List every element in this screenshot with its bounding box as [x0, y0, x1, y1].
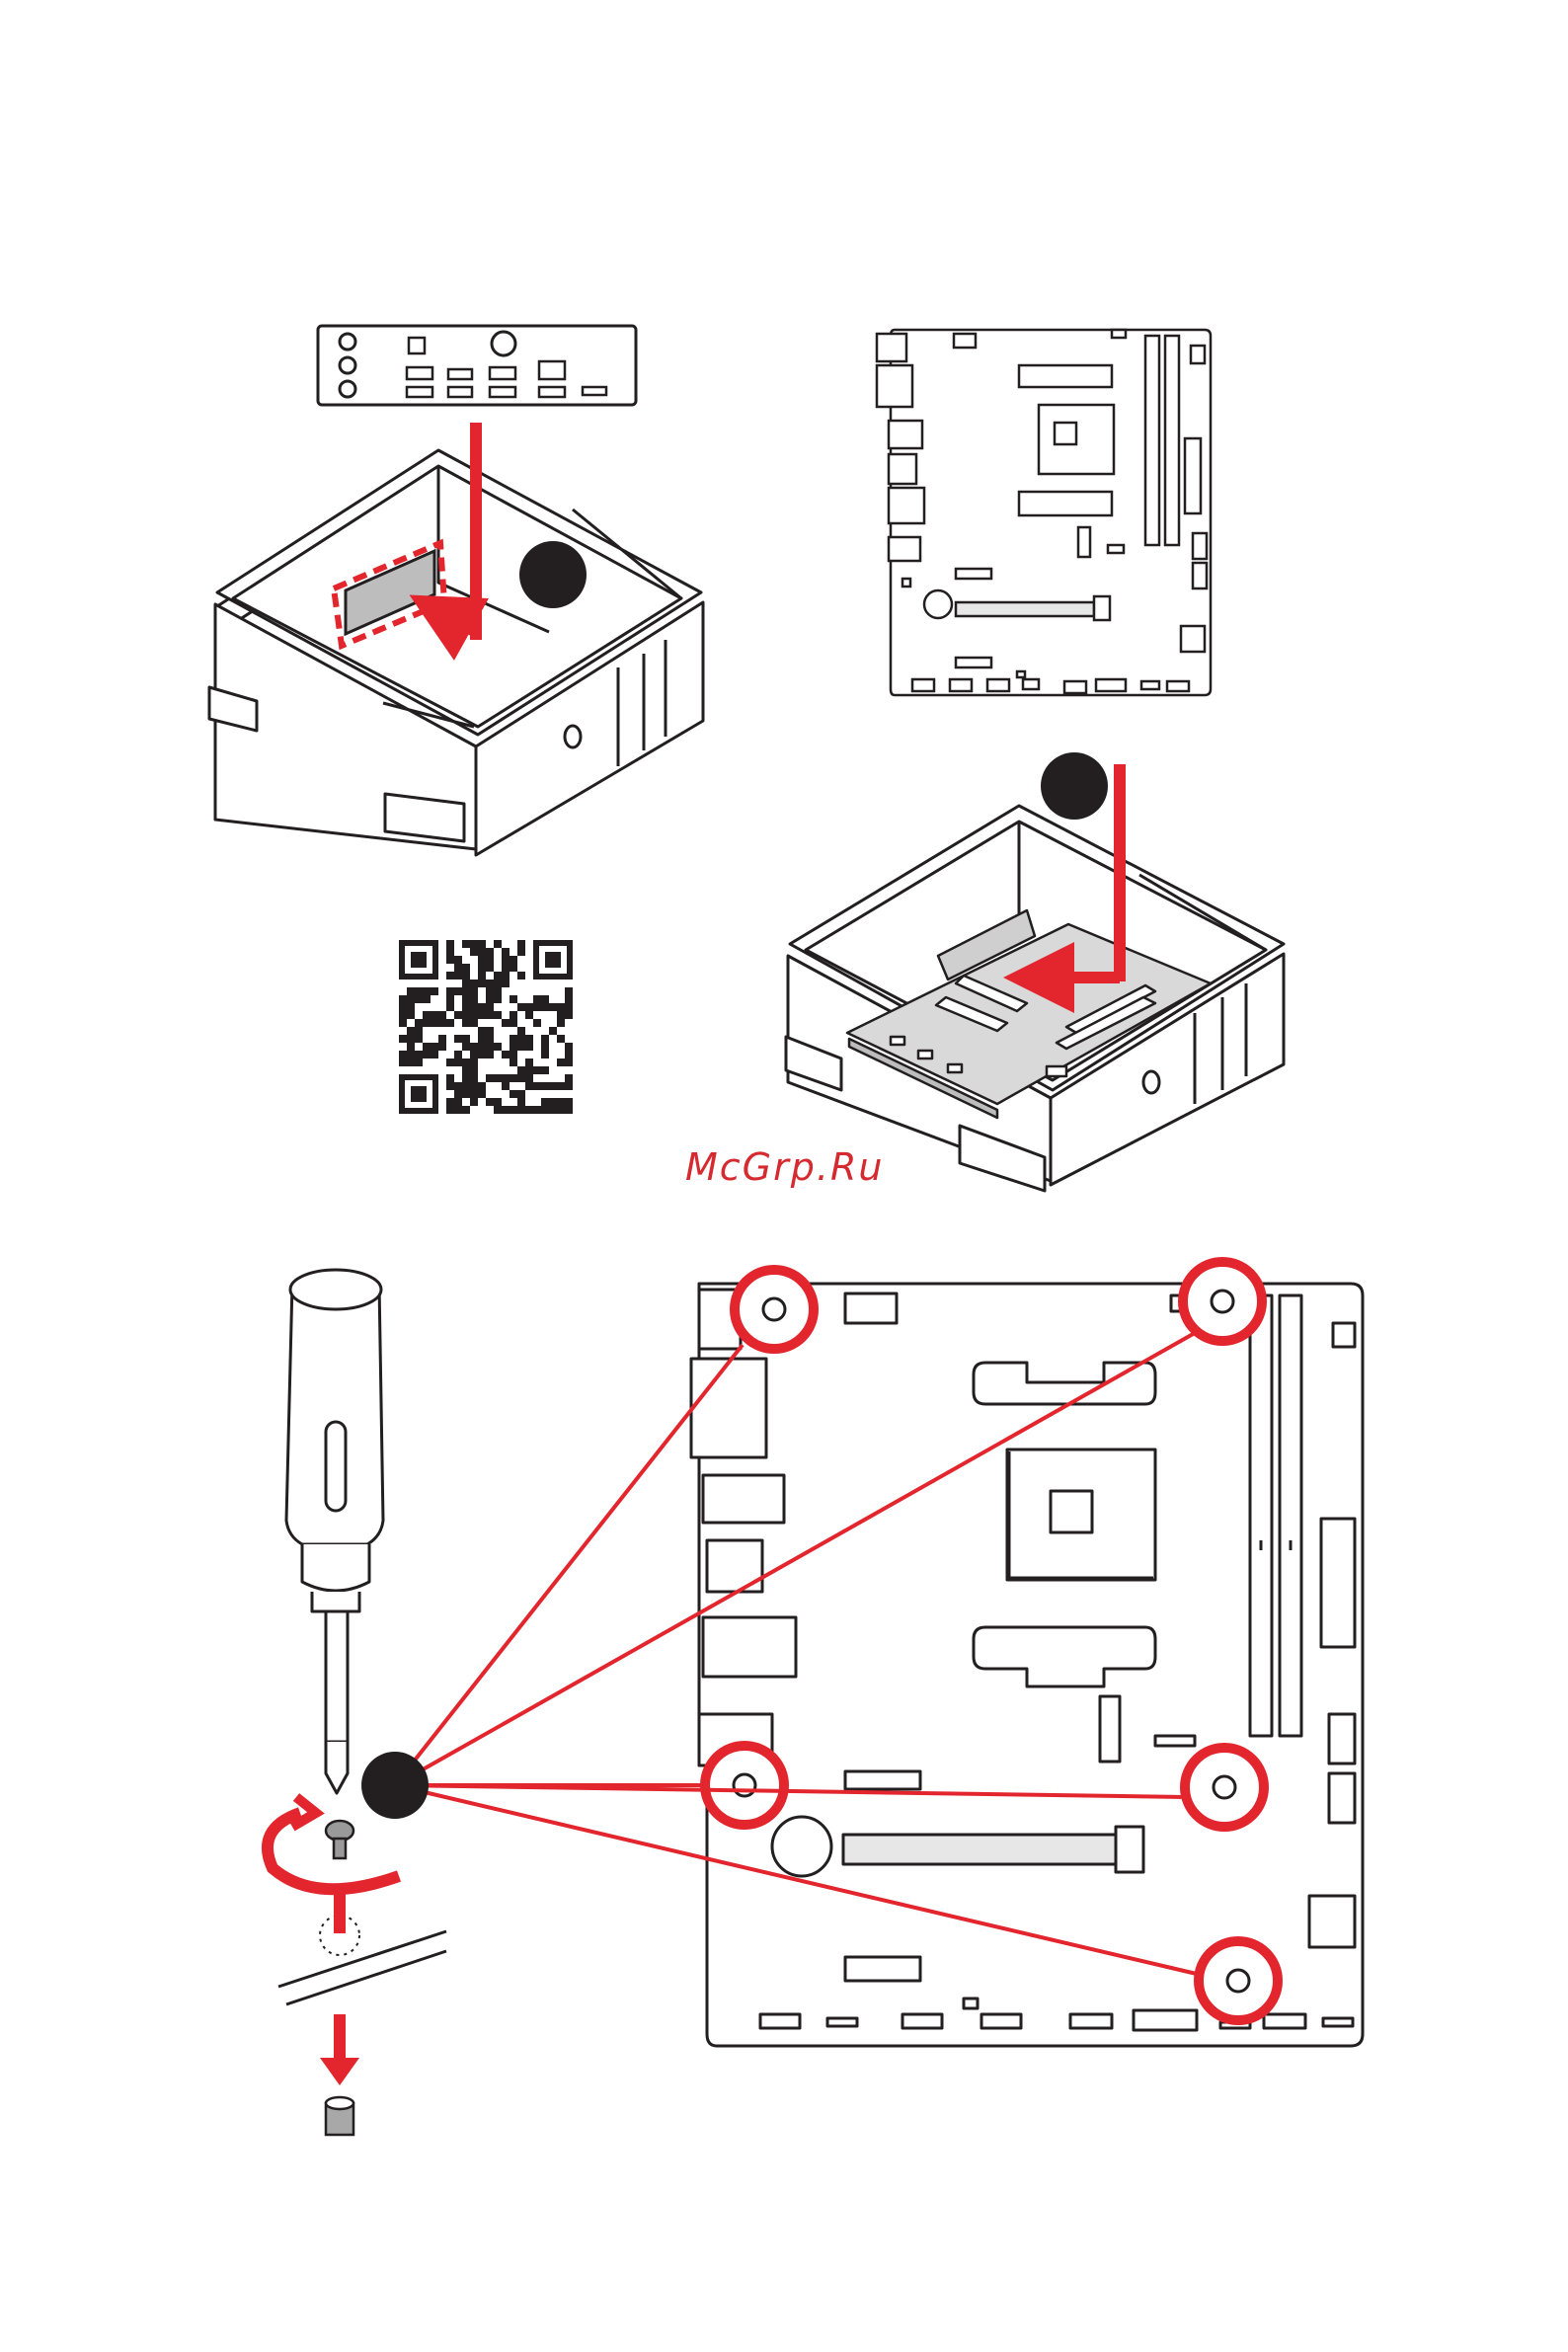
screw-hole-top-left: [735, 1270, 814, 1349]
watermark: McGrp.Ru: [685, 1145, 902, 1189]
screw-hole-top-right: [1183, 1262, 1262, 1341]
screwdriver: [286, 1270, 383, 1793]
motherboard-large: [691, 1284, 1363, 2046]
io-shield-panel: [318, 326, 636, 405]
screw-hole-mid-left: [705, 1746, 784, 1825]
standoff: [326, 2097, 353, 2135]
mount-plate: [278, 1931, 446, 2004]
pc-case-step1: [209, 450, 703, 855]
step-marker-2: [1041, 752, 1108, 820]
motherboard-overview: [877, 330, 1211, 695]
down-arrows: [320, 1894, 359, 2085]
screw-hole-mid-right: [1185, 1748, 1264, 1827]
qr-code: [399, 940, 573, 1114]
screw-hole-bottom-right: [1199, 1941, 1278, 2020]
screw: [326, 1821, 353, 1858]
step-marker-1: [519, 541, 587, 608]
step-marker-3: [361, 1752, 429, 1819]
